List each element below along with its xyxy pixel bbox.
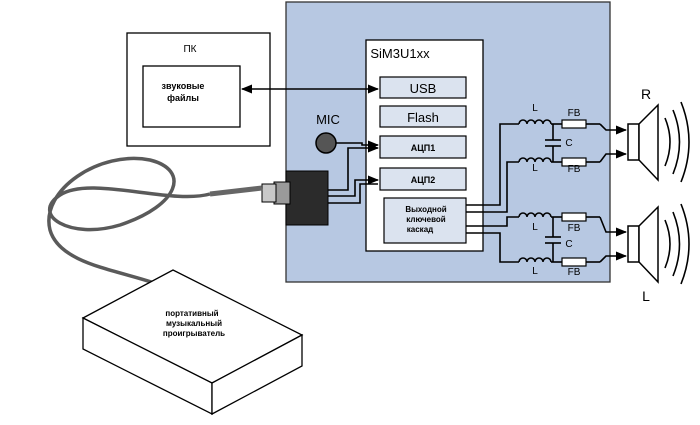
flash-label: Flash: [407, 110, 439, 125]
speaker-right-icon: [627, 123, 640, 161]
adc2-block: [379, 167, 467, 191]
out-wire-4: [466, 232, 519, 263]
player-cable: [47, 156, 211, 287]
mic-icon: [315, 132, 337, 154]
chip-title: SiM3U1xx: [370, 46, 430, 61]
speaker-left-icon: [627, 225, 640, 263]
filter-top-c: C: [565, 138, 572, 149]
audio-jack: [209, 143, 380, 226]
usb-label: USB: [410, 81, 437, 96]
speaker-left: L: [627, 203, 690, 304]
portable-player: портативный музыкальный проигрыватель: [81, 269, 304, 416]
out-wire-3: [466, 216, 519, 227]
speaker-left-label: L: [642, 288, 650, 304]
player-label-line-3: проигрыватель: [163, 329, 225, 338]
output-stage-line-3: каскад: [407, 225, 433, 234]
speaker-right: R: [627, 86, 690, 183]
filter-top-l1: L: [532, 103, 538, 114]
filter-bottom-fb2: FB: [568, 267, 581, 278]
output-stage-block: [383, 197, 467, 244]
pc-block: ПК звуковые файлы: [126, 32, 271, 147]
sound-files-line-2: файлы: [167, 93, 199, 103]
filter-bottom-l1: L: [532, 222, 538, 233]
filter-top-fb2: FB: [568, 164, 581, 175]
mic-label: MIC: [316, 112, 340, 127]
filter-bottom-l2: L: [532, 266, 538, 277]
flash-block: [379, 105, 467, 128]
player-label-line-1: портативный: [165, 309, 218, 318]
adc1-label: АЦП1: [411, 143, 436, 153]
output-stage-line-1: Выходной: [405, 205, 446, 214]
speaker-right-label: R: [641, 86, 651, 102]
filter-top-fb1: FB: [568, 108, 581, 119]
adc2-label: АЦП2: [411, 175, 436, 185]
out-wire-2: [466, 161, 519, 213]
output-stage-line-2: ключевой: [406, 215, 446, 224]
filter-top: L FB L FB C: [518, 103, 628, 175]
usb-block: [379, 76, 467, 99]
filter-bottom-fb1: FB: [568, 223, 581, 234]
out-wire-1: [466, 123, 519, 206]
player-label-line-2: музыкальный: [166, 319, 222, 328]
pc-label: ПК: [183, 44, 196, 55]
filter-bottom-c: C: [565, 239, 572, 250]
chip-block: SiM3U1xx USB Flash АЦП1 АЦП2 Выходной кл…: [365, 39, 484, 252]
sound-files-line-1: звуковые: [162, 81, 205, 91]
adc1-block: [379, 135, 467, 159]
filter-bottom: L FB L FB C: [518, 212, 628, 278]
filter-top-l2: L: [532, 163, 538, 174]
